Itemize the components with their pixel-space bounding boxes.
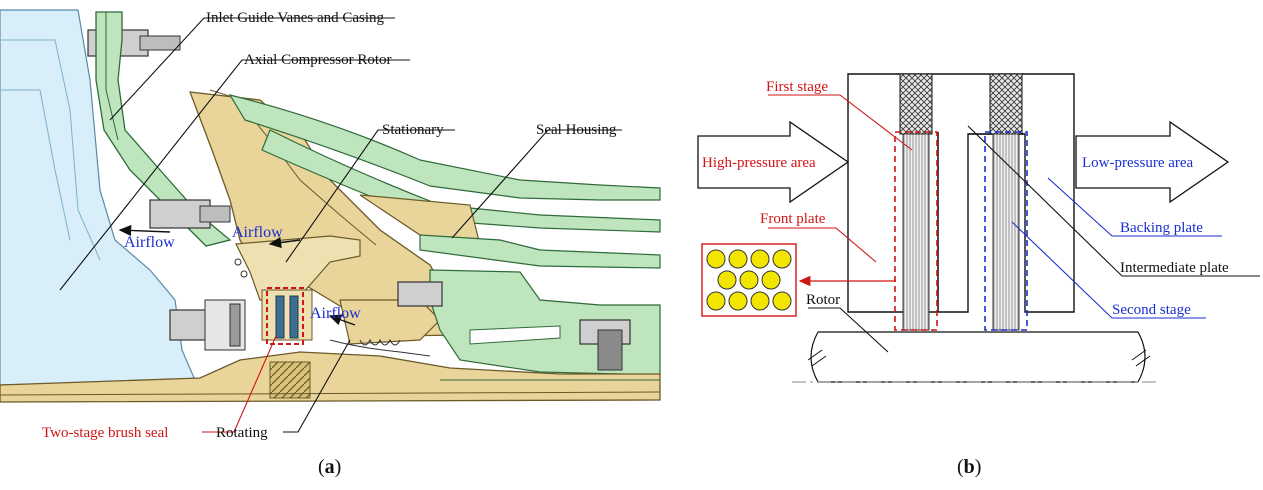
compressor-casing [228, 94, 661, 201]
leader-rotor [808, 307, 889, 353]
leader-axial-rotor [59, 59, 410, 291]
brush-seal-second-stage [289, 295, 299, 339]
mid-bolt-lower [169, 309, 211, 341]
label-airflow-left: Airflow [124, 234, 175, 251]
leader-lines-b [768, 94, 1260, 353]
label-rotor: Rotor [806, 292, 840, 308]
label-backing-plate: Backing plate [1120, 220, 1203, 236]
two-stage-brush-seal-box [266, 287, 304, 345]
leader-front-plate [768, 227, 877, 263]
caption-a-letter: a [324, 456, 335, 478]
label-rotating: Rotating [216, 425, 268, 441]
brush-seal-first-stage [275, 295, 285, 339]
label-stationary: Stationary [382, 122, 444, 138]
leader-rotating [283, 339, 351, 433]
leader-backing-plate [1047, 177, 1222, 237]
label-first-stage: First stage [766, 79, 828, 95]
caption-a: (a) [318, 456, 342, 478]
second-stage-bristles [992, 133, 1020, 331]
rotating-shaft [0, 351, 661, 403]
label-airflow-right: Airflow [310, 305, 361, 322]
leader-two-stage [202, 335, 277, 433]
label-airflow-mid: Airflow [232, 224, 283, 241]
label-second-stage: Second stage [1112, 302, 1191, 318]
stationary-part [235, 235, 361, 301]
label-front-plate: Front plate [760, 211, 826, 227]
caption-b-letter: b [963, 456, 975, 478]
label-intermediate-plate: Intermediate plate [1120, 260, 1229, 276]
leader-lines-a [59, 17, 622, 433]
label-inlet-guide-vanes: Inlet Guide Vanes and Casing [206, 10, 385, 26]
leader-first-stage [768, 94, 913, 151]
rotor-shaft [818, 331, 1138, 383]
leader-second-stage [1011, 221, 1206, 319]
leader-stationary [285, 129, 455, 263]
first-stage-bristles [902, 133, 930, 331]
second-stage-outline [984, 131, 1028, 331]
inlet-guide-vanes-casing [95, 11, 232, 247]
bristle-cross-section-circles [706, 249, 792, 311]
leader-inlet-guide-vanes [109, 17, 395, 121]
shaft-threads [269, 361, 311, 399]
panel-b-drawing [697, 73, 1230, 383]
leader-intermediate-plate [967, 125, 1260, 277]
high-pressure-arrow [697, 120, 850, 204]
label-low-pressure-area: Low-pressure area [1082, 155, 1194, 171]
airflow-arrows [118, 224, 356, 326]
seal-housing-frame [847, 73, 1075, 313]
low-pressure-arrow [1075, 120, 1230, 204]
leader-seal-housing [451, 129, 622, 239]
caption-b: (b) [957, 456, 982, 478]
right-bolt [397, 281, 443, 307]
second-stage-hatch [989, 73, 1023, 135]
label-high-pressure-area: High-pressure area [702, 155, 816, 171]
label-axial-compressor-rotor: Axial Compressor Rotor [244, 52, 392, 68]
first-stage-hatch [899, 73, 933, 135]
label-two-stage-brush-seal: Two-stage brush seal [42, 425, 168, 441]
label-seal-housing: Seal Housing [536, 122, 617, 138]
panel-a-drawing [0, 9, 661, 403]
first-stage-outline [894, 131, 938, 331]
